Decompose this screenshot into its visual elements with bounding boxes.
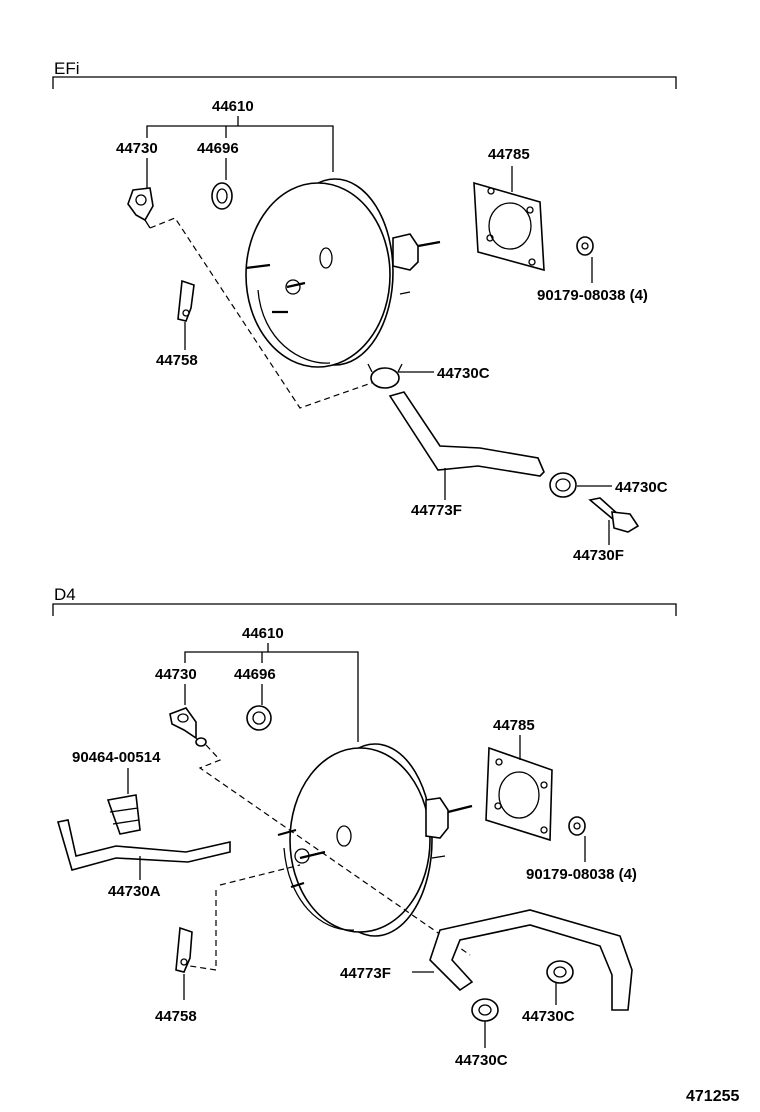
label-check-valve-d4: 44730 — [155, 666, 197, 683]
label-grommet-d4: 44696 — [234, 666, 276, 683]
vacuum-hose-efi — [388, 391, 545, 477]
bracket-efi — [177, 279, 195, 322]
section-bracket-d4 — [52, 603, 677, 616]
grommet-d4 — [246, 705, 272, 731]
label-clamp-upper-efi: 44730C — [437, 365, 490, 382]
label-nut-d4: 90179-08038 (4) — [526, 866, 637, 883]
clamp-right-d4 — [546, 960, 574, 984]
label-hose-a-d4: 44730A — [108, 883, 161, 900]
label-bracket-d4: 44758 — [155, 1008, 197, 1025]
nut-efi — [576, 236, 594, 256]
section-efi: EFi 44610 44730 44696 — [52, 59, 677, 564]
section-d4: D4 44610 44730 44696 90464-00514 44730A — [52, 585, 677, 1069]
label-hose-efi: 44773F — [411, 502, 462, 519]
routing-line-efi — [149, 217, 381, 409]
check-valve-efi — [127, 187, 154, 229]
label-hose-f-d4: 44773F — [340, 965, 391, 982]
label-gasket-d4: 44785 — [493, 717, 535, 734]
gasket-d4 — [485, 746, 553, 842]
union-efi — [588, 497, 640, 533]
label-bracket-efi: 44758 — [156, 352, 198, 369]
leader-booster-d4 — [184, 643, 359, 742]
label-clamp-right-d4: 44730C — [522, 1008, 575, 1025]
section-title-efi: EFi — [54, 59, 80, 78]
hose-f-d4 — [429, 909, 633, 1011]
clamp-lower-efi — [549, 472, 577, 498]
section-title-d4: D4 — [54, 585, 76, 604]
bracket-d4 — [175, 926, 193, 973]
label-check-valve-efi: 44730 — [116, 140, 158, 157]
brake-booster-d4 — [277, 743, 473, 937]
clamp-bottom-d4 — [471, 998, 499, 1022]
check-valve-d4 — [169, 707, 207, 747]
label-grommet-efi: 44696 — [197, 140, 239, 157]
label-gasket-efi: 44785 — [488, 146, 530, 163]
grommet-efi — [211, 182, 233, 210]
label-union-efi: 44730F — [573, 547, 624, 564]
leader-booster-efi — [146, 116, 334, 172]
brake-booster-efi — [245, 178, 441, 368]
gasket-efi — [473, 181, 545, 272]
clip-d4 — [106, 794, 141, 835]
clamp-upper-efi — [367, 363, 403, 389]
nut-d4 — [568, 816, 586, 836]
section-bracket-efi — [52, 76, 677, 89]
figure-number: 471255 — [686, 1088, 739, 1105]
routing-line-d4-b — [189, 864, 301, 971]
label-nut-efi: 90179-08038 (4) — [537, 287, 648, 304]
label-clip-d4: 90464-00514 — [72, 749, 161, 766]
label-clamp-bottom-d4: 44730C — [455, 1052, 508, 1069]
label-booster-efi: 44610 — [212, 98, 254, 115]
label-clamp-lower-efi: 44730C — [615, 479, 668, 496]
label-booster-d4: 44610 — [242, 625, 284, 642]
routing-line-d4-a — [198, 744, 471, 956]
hose-a-d4 — [56, 819, 231, 871]
